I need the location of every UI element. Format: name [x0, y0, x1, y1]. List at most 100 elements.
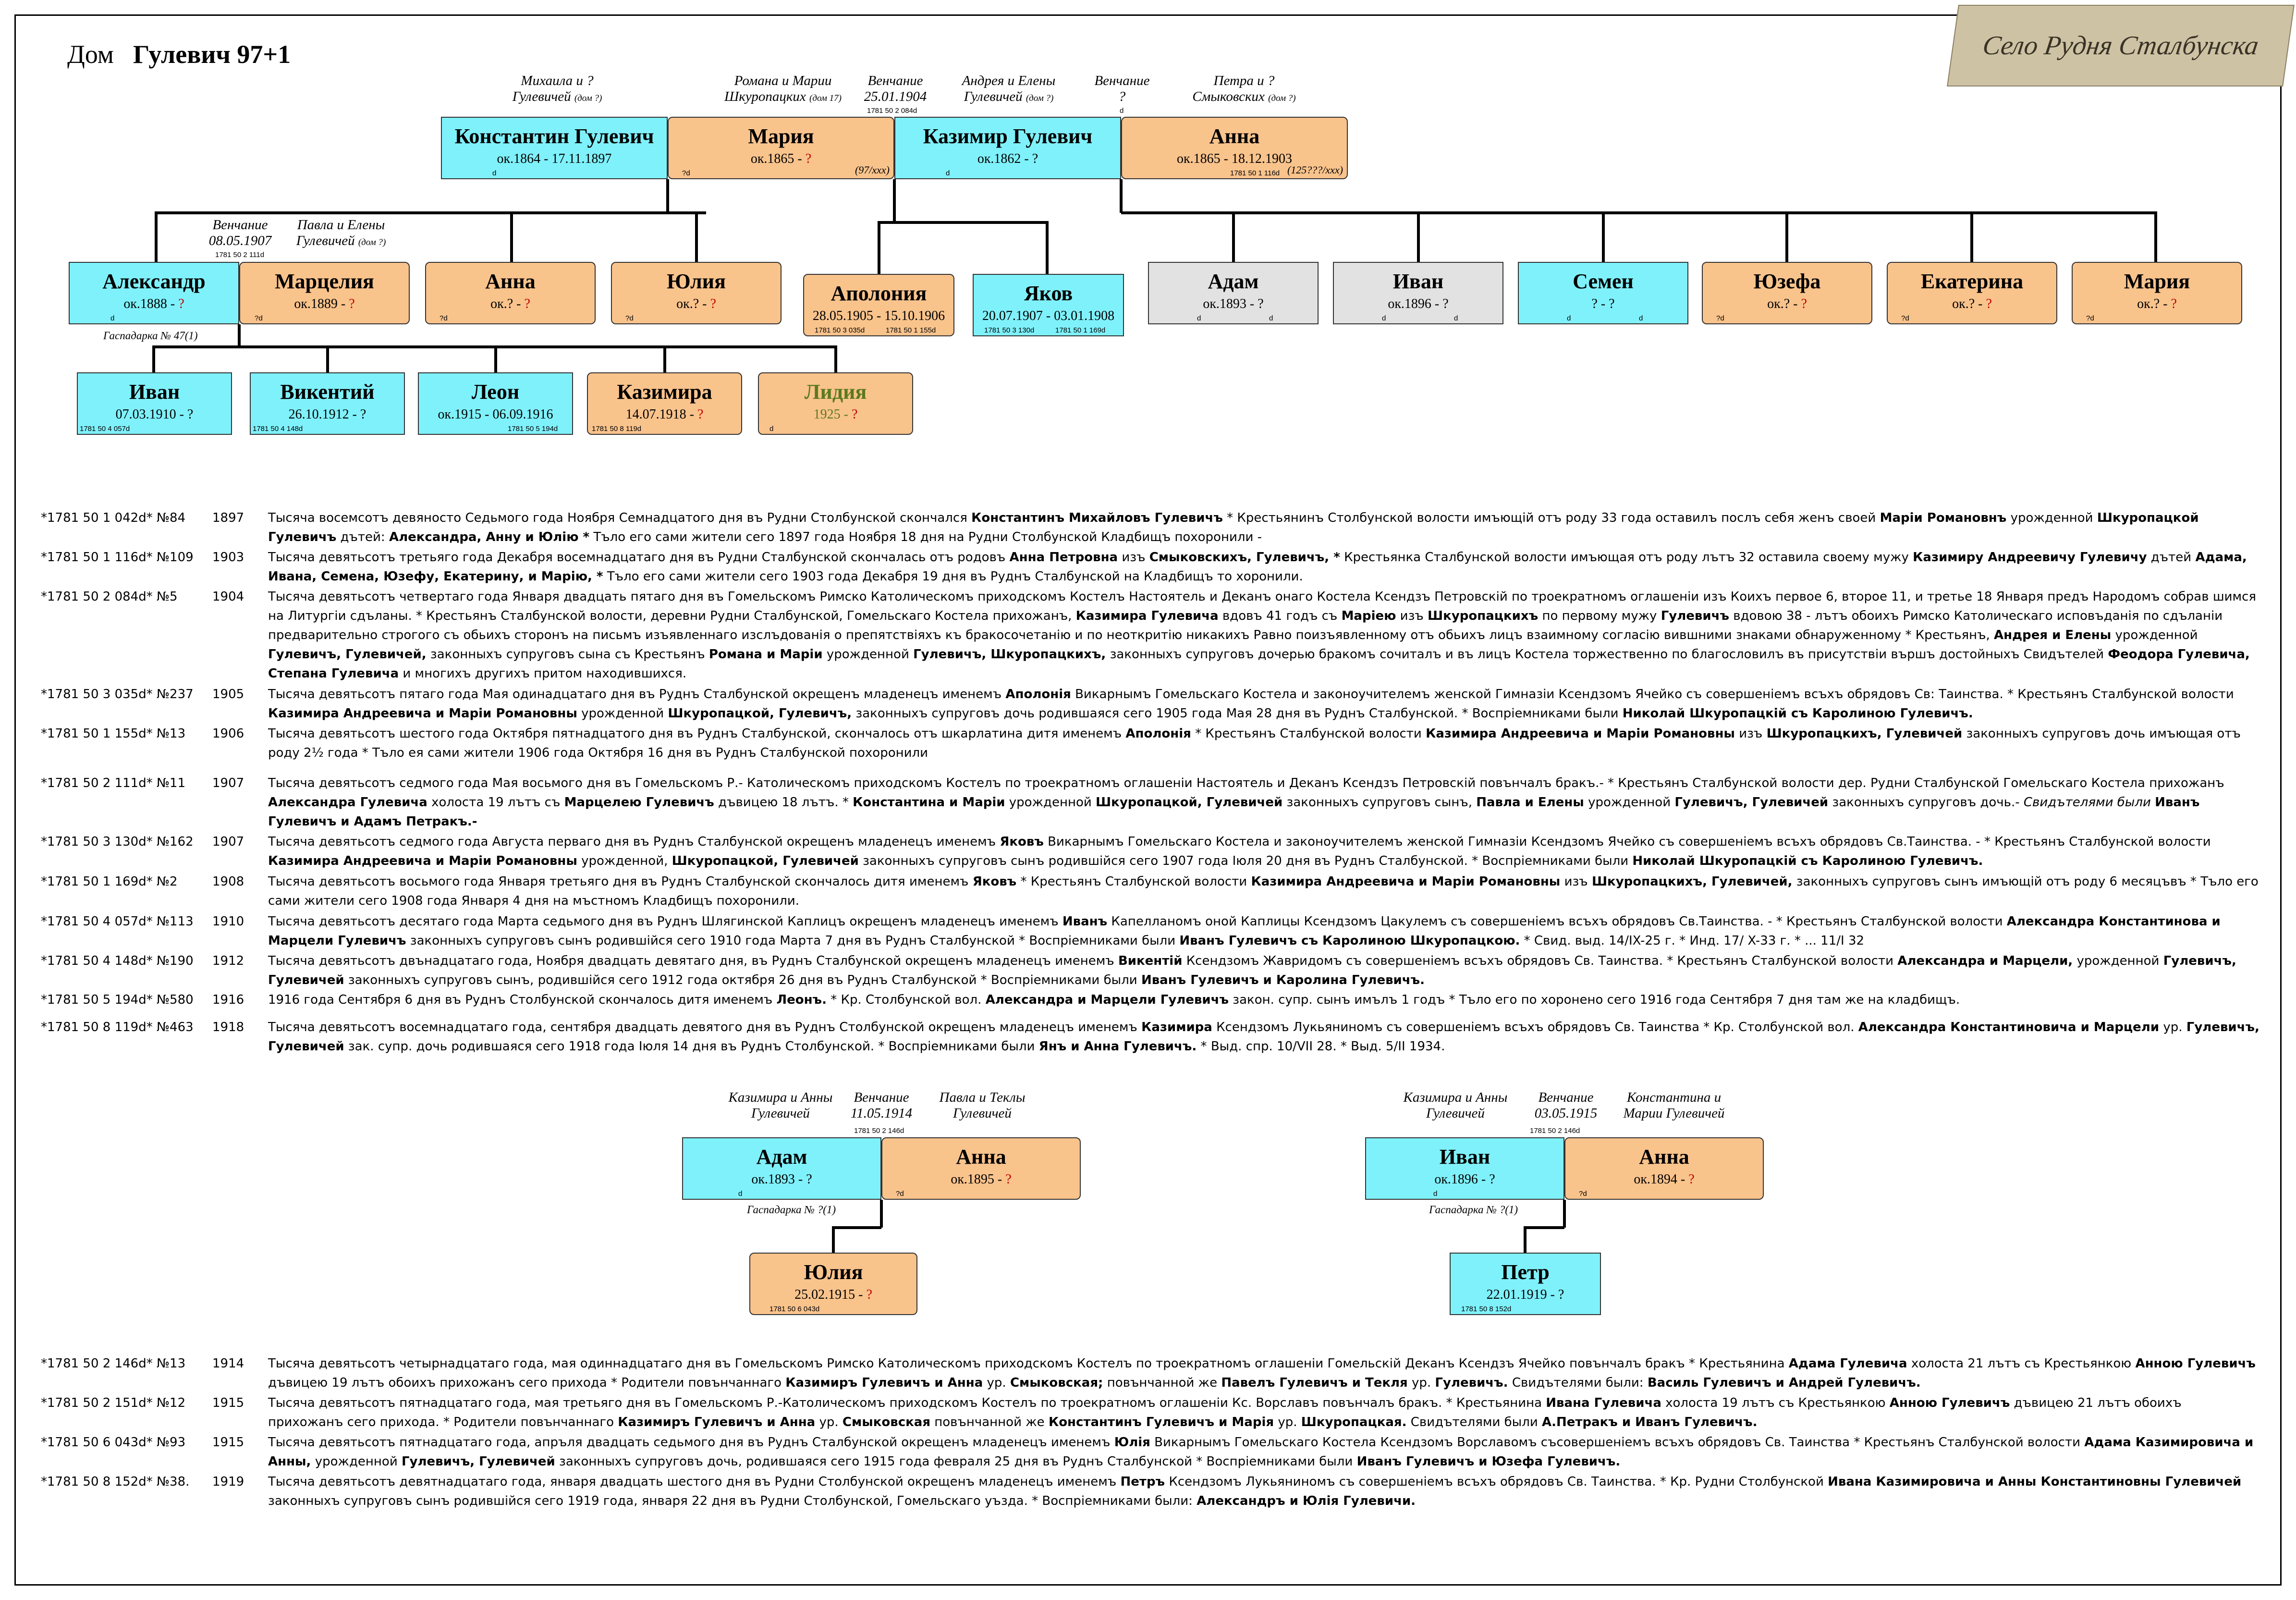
record-id: *1781 50 2 146d* №13: [41, 1356, 186, 1371]
record-year: 1908: [212, 874, 244, 889]
record-text: Тысяча девятьсотъ четырнадцатаго года, м…: [268, 1356, 2256, 1390]
record-id: *1781 50 4 148d* №190: [41, 954, 194, 968]
record-text: Тысяча девятьсотъ восемнадцатаго года, с…: [268, 1020, 2259, 1054]
record-entry: *1781 50 4 148d* №190 1912 Тысяча девятьсо…: [41, 951, 2260, 990]
label-parents-konstantin: Михаила и ?Гулевичей (дом ?): [512, 73, 602, 104]
wedding-ref-kazimir: 1781 50 2 084d: [867, 107, 917, 115]
record-text: Тысяча девятьсотъ двънадцатаго года, Ноя…: [268, 954, 2236, 987]
record-text: Тысяча девятьсотъ восьмого года Января т…: [268, 874, 2259, 908]
record-text: Тысяча девятьсотъ седмого года Мая восьм…: [268, 776, 2224, 829]
record-id: *1781 50 6 043d* №93: [41, 1435, 186, 1450]
record-year: 1903: [212, 550, 244, 565]
record-text: Тысяча восемсотъ девяносто Седьмого года…: [268, 511, 2199, 544]
record-id: *1781 50 4 057d* №113: [41, 914, 194, 929]
record-id: *1781 50 1 116d* №109: [41, 550, 194, 565]
record-text: 1916 года Сентября 6 дня въ Руднъ Столбу…: [268, 993, 1960, 1007]
record-entry: *1781 50 3 130d* №162 1907 Тысяча девятьсо…: [41, 832, 2260, 871]
record-year: 1910: [212, 914, 244, 929]
record-entry: *1781 50 3 035d* №237 1905 Тысяча девятьсо…: [41, 685, 2260, 723]
record-text: Тысяча девятьсотъ пятнадцатаго года, мая…: [268, 1396, 2182, 1429]
record-entry: *1781 50 1 116d* №109 1903 Тысяча девятьсо…: [41, 548, 2260, 586]
record-year: 1905: [212, 687, 244, 702]
record-id: *1781 50 8 152d* №38.: [41, 1475, 190, 1489]
record-year: 1912: [212, 954, 244, 968]
record-text: Тысяча девятьсотъ четвертаго года Января…: [268, 590, 2257, 681]
record-year: 1914: [212, 1356, 244, 1371]
record-text: Тысяча девятьсотъ десятаго года Марта се…: [268, 914, 2221, 948]
record-year: 1906: [212, 726, 244, 741]
village-stamp: Село Рудня Сталбунска: [1947, 5, 2295, 86]
label-wedding-unknown: Венчание?: [1094, 73, 1150, 104]
record-text: Тысяча девятьсотъ пятаго года Мая одинад…: [268, 687, 2234, 721]
household-note-adam: Гаспадарка № ?(1): [747, 1204, 836, 1216]
wedding-ref-adam: 1781 50 2 146d: [854, 1127, 904, 1135]
record-id: *1781 50 5 194d* №580: [41, 993, 194, 1007]
page-frame: [14, 14, 2282, 1586]
wedding-ref-ivan: 1781 50 2 146d: [1530, 1127, 1580, 1135]
record-entry: *1781 50 4 057d* №113 1910 Тысяча девятьсо…: [41, 912, 2260, 950]
record-text: Тысяча девятьсотъ шестого года Октября п…: [268, 726, 2241, 760]
wedding-ref-unknown: d: [1120, 107, 1124, 115]
record-id: *1781 50 2 151d* №12: [41, 1396, 186, 1410]
record-text: Тысяча девятьсотъ седмого года Августа п…: [268, 835, 2211, 868]
record-year: 1907: [212, 835, 244, 849]
record-id: *1781 50 1 042d* №84: [41, 511, 186, 525]
record-text: Тысяча девятьсотъ пятнадцатаго года, апр…: [268, 1435, 2254, 1469]
record-id: *1781 50 3 035d* №237: [41, 687, 194, 702]
record-text: Тысяча девятьсотъ третьяго года Декабря …: [268, 550, 2247, 584]
record-entry: *1781 50 1 155d* №13 1906 Тысяча девятьсот…: [41, 724, 2260, 763]
label-parents-anna: Петра и ?Смыковских (дом ?): [1192, 73, 1296, 104]
record-year: 1916: [212, 993, 244, 1007]
record-id: *1781 50 8 119d* №463: [41, 1020, 194, 1034]
record-id: *1781 50 1 155d* №13: [41, 726, 186, 741]
record-year: 1919: [212, 1475, 244, 1489]
record-entry: *1781 50 1 042d* №84 1897 Тысяча восемсотъ…: [41, 508, 2260, 547]
record-id: *1781 50 2 111d* №11: [41, 776, 186, 790]
title-family: Гулевич 97+1: [133, 40, 291, 69]
record-year: 1915: [212, 1396, 244, 1410]
record-year: 1897: [212, 511, 244, 525]
record-id: *1781 50 3 130d* №162: [41, 835, 194, 849]
